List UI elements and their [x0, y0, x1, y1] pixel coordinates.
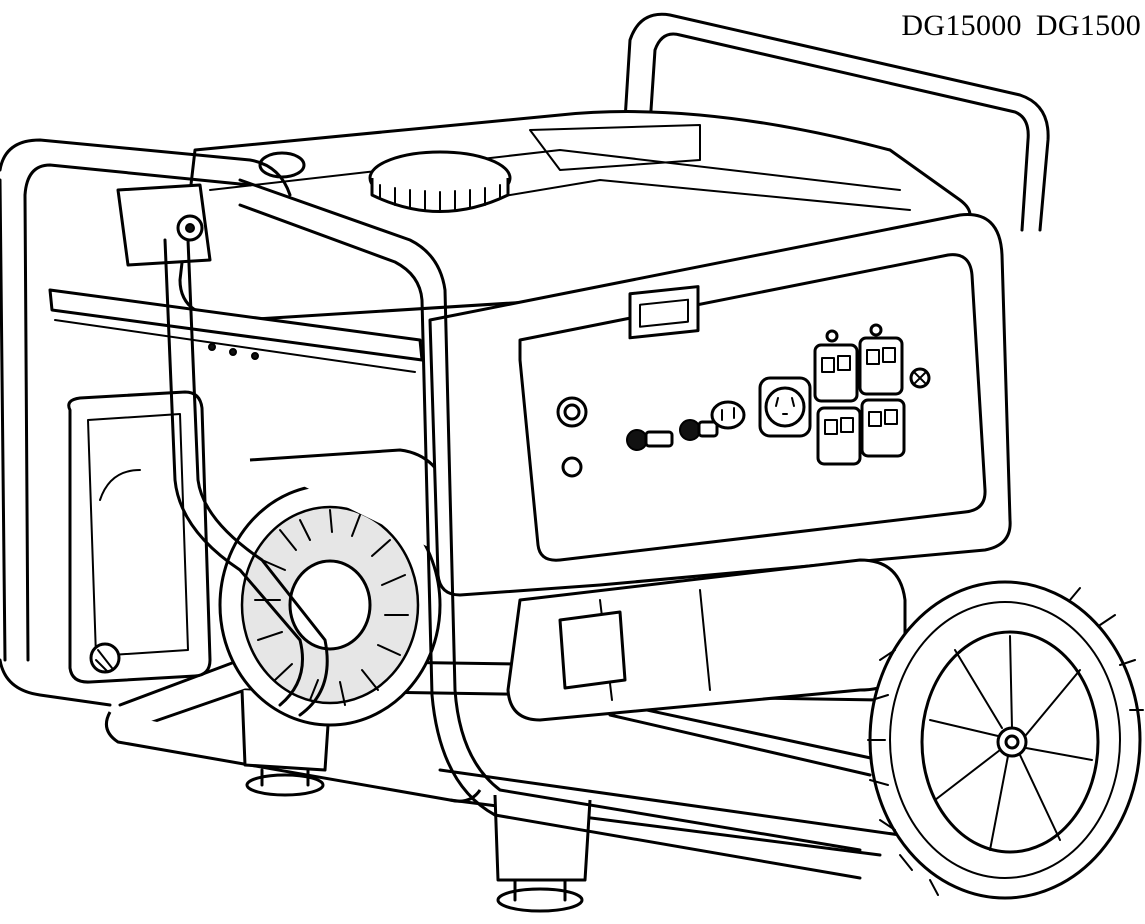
engine-recoil-cover: [218, 448, 457, 727]
rear-frame-handle: [623, 12, 1050, 232]
front-frame-handle: [0, 138, 862, 880]
wheel-icon: [867, 580, 1144, 900]
rubber-feet: [240, 689, 592, 913]
control-panel-icon: [556, 285, 931, 478]
outlet-icon: [813, 323, 906, 466]
air-filter-housing: [67, 390, 212, 684]
model-label-2: DG1500: [1035, 9, 1141, 42]
fuel-cap-icon: [368, 150, 512, 213]
fuel-tank: [178, 110, 972, 322]
model-labels: DG15000 DG1500: [887, 8, 1141, 44]
model-label-1: DG15000: [901, 9, 1022, 42]
